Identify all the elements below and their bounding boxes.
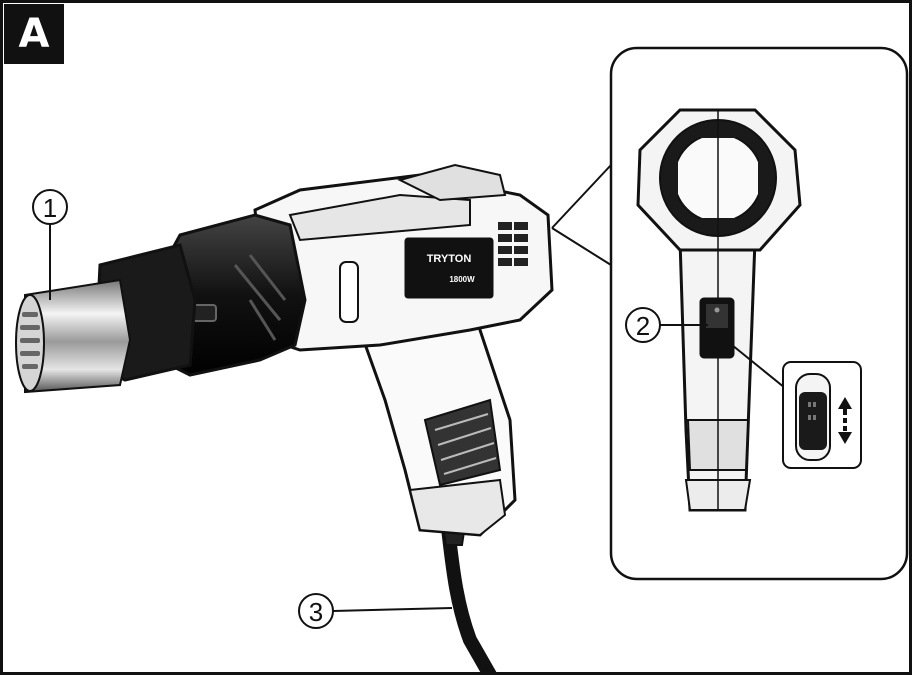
callout-2-number: 2 bbox=[636, 311, 650, 341]
callout-3-number: 3 bbox=[309, 597, 323, 627]
side-switch-slot bbox=[339, 261, 359, 323]
switch-zoom-rocker bbox=[799, 392, 827, 450]
heat-gun-rear-view bbox=[636, 108, 802, 512]
callout-3: 3 bbox=[298, 593, 453, 629]
up-down-arrow-icon bbox=[838, 397, 852, 444]
callout-2: 2 bbox=[625, 307, 708, 343]
panel-label: A bbox=[4, 4, 64, 64]
side-vents bbox=[498, 222, 528, 266]
body-top-panel bbox=[288, 193, 471, 242]
callout-1: 1 bbox=[32, 189, 68, 300]
brand-label-plate bbox=[404, 237, 494, 299]
handle-grip bbox=[423, 398, 502, 487]
callout-1-number: 1 bbox=[43, 193, 57, 223]
heat-gun-side-view: TRYTON 1800W bbox=[15, 163, 554, 675]
brand-text: TRYTON bbox=[427, 253, 472, 265]
top-vent bbox=[397, 163, 507, 202]
zoom-leader bbox=[731, 344, 791, 393]
inset-pointer bbox=[551, 164, 612, 266]
handle-base bbox=[408, 478, 507, 537]
power-rating-text: 1800W bbox=[449, 275, 475, 284]
